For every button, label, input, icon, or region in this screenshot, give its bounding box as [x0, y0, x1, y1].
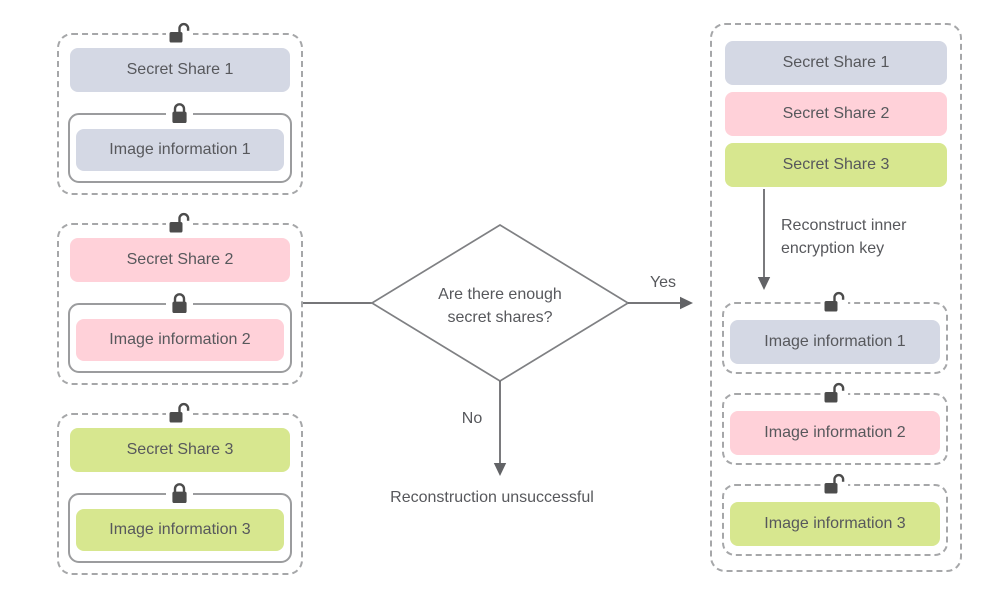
unlocked-icon — [166, 209, 193, 238]
right-secret-share-1-label: Secret Share 1 — [782, 54, 890, 71]
locked-icon — [166, 289, 193, 318]
encrypted-container-1: Image information 1 — [68, 113, 292, 183]
secret-share-3-box: Secret Share 3 — [70, 428, 290, 472]
decrypted-group-2: Image information 2 — [722, 393, 948, 465]
unlocked-icon — [821, 379, 848, 408]
right-secret-share-3-label: Secret Share 3 — [782, 156, 890, 173]
yes-arrowhead-icon — [680, 296, 693, 310]
reconstruct-arrow-label: Reconstruct inner encryption key — [781, 214, 961, 260]
reconstruct-arrow-label-line2: encryption key — [781, 240, 885, 257]
right-image-information-3-box: Image information 3 — [730, 502, 940, 546]
decision-question-line2: secret shares? — [447, 309, 553, 326]
decision-question: Are there enough secret shares? — [400, 283, 600, 329]
decrypted-group-1: Image information 1 — [722, 302, 948, 374]
encrypted-container-3: Image information 3 — [68, 493, 292, 563]
reconstruct-arrowhead-icon — [757, 277, 771, 290]
right-image-information-2-label: Image information 2 — [764, 424, 906, 441]
image-information-1-label: Image information 1 — [109, 141, 251, 158]
share-group-1: Secret Share 1 Image information 1 — [57, 33, 303, 195]
image-information-2-label: Image information 2 — [109, 331, 251, 348]
right-image-information-1-label: Image information 1 — [764, 333, 906, 350]
locked-icon — [166, 99, 193, 128]
secret-share-2-box: Secret Share 2 — [70, 238, 290, 282]
right-secret-share-1-box: Secret Share 1 — [725, 41, 947, 85]
right-secret-share-2-label: Secret Share 2 — [782, 105, 890, 122]
share-group-3: Secret Share 3 Image information 3 — [57, 413, 303, 575]
encrypted-container-2: Image information 2 — [68, 303, 292, 373]
decrypted-group-3: Image information 3 — [722, 484, 948, 556]
unlocked-icon — [166, 19, 193, 48]
locked-icon — [166, 479, 193, 508]
reconstruct-arrow-label-line1: Reconstruct inner — [781, 217, 907, 234]
image-information-3-label: Image information 3 — [109, 521, 251, 538]
reconstruction-panel — [710, 23, 962, 572]
image-information-3-box: Image information 3 — [76, 509, 284, 551]
unlocked-icon — [821, 470, 848, 499]
no-arrowhead-icon — [493, 463, 507, 476]
secret-share-2-label: Secret Share 2 — [126, 251, 234, 268]
secret-share-1-box: Secret Share 1 — [70, 48, 290, 92]
no-branch-label: No — [461, 410, 483, 427]
unlocked-icon — [821, 288, 848, 317]
right-image-information-2-box: Image information 2 — [730, 411, 940, 455]
secret-share-1-label: Secret Share 1 — [126, 61, 234, 78]
decision-question-line1: Are there enough — [438, 286, 562, 303]
unlocked-icon — [166, 399, 193, 428]
right-image-information-1-box: Image information 1 — [730, 320, 940, 364]
right-image-information-3-label: Image information 3 — [764, 515, 906, 532]
yes-branch-label: Yes — [649, 274, 677, 291]
right-secret-share-3-box: Secret Share 3 — [725, 143, 947, 187]
reconstruction-unsuccessful-text: Reconstruction unsuccessful — [390, 489, 594, 506]
secret-share-3-label: Secret Share 3 — [126, 441, 234, 458]
image-information-2-box: Image information 2 — [76, 319, 284, 361]
image-information-1-box: Image information 1 — [76, 129, 284, 171]
right-secret-share-2-box: Secret Share 2 — [725, 92, 947, 136]
